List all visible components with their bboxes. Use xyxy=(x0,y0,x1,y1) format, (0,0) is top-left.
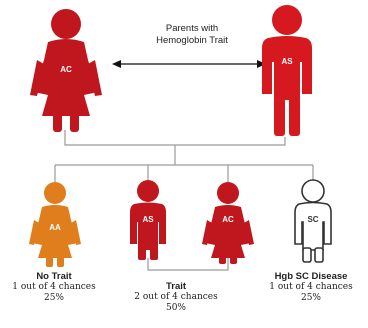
child-sc-disease-figure: SC xyxy=(294,179,332,263)
outcome-no-trait-percent: 25% xyxy=(43,293,64,303)
child-sc-disease-genotype: SC xyxy=(307,215,318,224)
connector-lines xyxy=(54,130,314,271)
child-trait-female-figure: AC xyxy=(202,182,254,264)
parent-male-figure: AS xyxy=(262,5,312,136)
parents-connector xyxy=(64,130,286,146)
child-no-trait-figure: AA xyxy=(29,182,81,267)
parents-label-line-1: Parents with xyxy=(165,23,219,34)
outcome-no-trait: No Trait 1 out of 4 chances 25% xyxy=(2,271,106,304)
parent-male-genotype: AS xyxy=(281,57,293,66)
child-trait-male-figure: AS xyxy=(130,180,166,260)
child-trait-male-genotype: AS xyxy=(142,215,154,224)
outcome-trait: Trait 2 out of 4 chances 50% xyxy=(128,281,224,314)
outcome-sc-disease-chances: 1 out of 4 chances xyxy=(269,282,353,292)
outcome-trait-percent: 50% xyxy=(165,303,186,313)
outcome-sc-disease: Hgb SC Disease 1 out of 4 chances 25% xyxy=(255,271,367,304)
outcome-no-trait-chances: 1 out of 4 chances xyxy=(12,282,96,292)
outcome-sc-disease-percent: 25% xyxy=(300,293,321,303)
outcome-trait-name: Trait xyxy=(165,281,187,292)
parents-arrow xyxy=(112,60,266,68)
outcome-sc-disease-name: Hgb SC Disease xyxy=(274,271,348,282)
outcome-no-trait-name: No Trait xyxy=(36,271,72,282)
parents-label: Parents with Hemoglobin Trait xyxy=(138,23,246,47)
outcome-trait-chances: 2 out of 4 chances xyxy=(134,292,218,302)
trait-bracket xyxy=(147,258,229,271)
child-no-trait-genotype: AA xyxy=(49,223,61,232)
parents-label-line-2: Hemoglobin Trait xyxy=(156,35,228,46)
parent-female-genotype: AC xyxy=(60,65,72,74)
parent-female-figure: AC xyxy=(30,9,102,132)
child-trait-female-genotype: AC xyxy=(222,215,234,224)
